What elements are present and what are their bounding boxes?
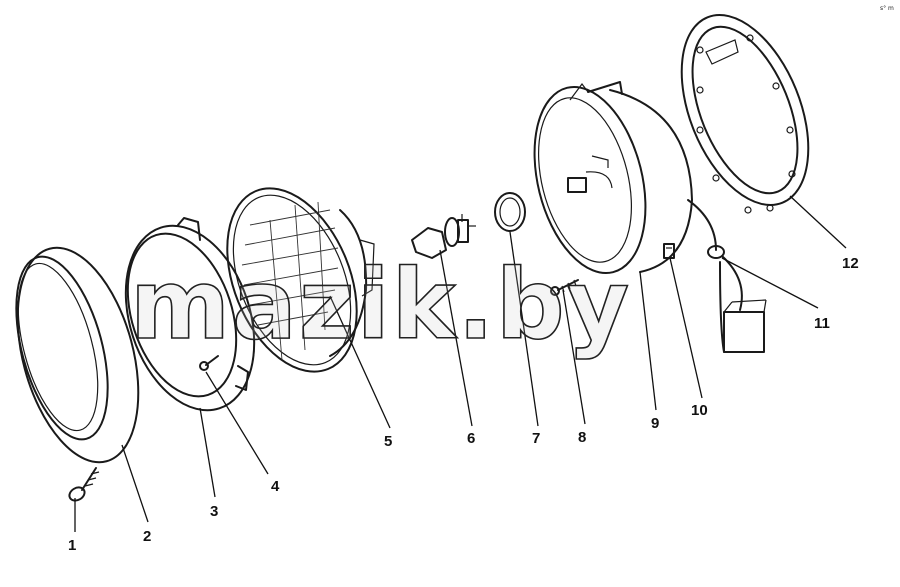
watermark: mazik.by — [130, 249, 631, 361]
callout-7: 7 — [532, 430, 540, 447]
callout-numbers: 1 2 3 4 5 6 7 8 9 10 11 12 — [68, 255, 859, 554]
part-3-mounting-rim — [124, 217, 256, 412]
leader-3 — [199, 407, 216, 498]
leader-lines — [74, 195, 847, 532]
leader-11 — [721, 257, 819, 309]
leader-2 — [121, 444, 149, 523]
leader-6 — [439, 249, 473, 427]
part-5-lens-unit — [226, 187, 375, 373]
part-11-grommet-wiring — [687, 199, 767, 353]
part-6-bulb — [411, 214, 476, 259]
callout-9: 9 — [651, 415, 659, 432]
callout-8: 8 — [578, 429, 586, 446]
leader-5 — [329, 295, 391, 429]
callout-2: 2 — [143, 528, 151, 545]
part-4-adjust-screw — [199, 355, 219, 371]
leader-8 — [562, 289, 586, 425]
corner-mark: s° m — [880, 5, 894, 12]
callout-3: 3 — [210, 503, 218, 520]
part-12-gasket — [680, 14, 810, 214]
part-2-trim-ring — [15, 246, 140, 464]
callout-1: 1 — [68, 537, 76, 554]
callout-5: 5 — [384, 433, 392, 450]
callout-6: 6 — [467, 430, 475, 447]
part-1-screw — [68, 467, 100, 502]
leader-4 — [205, 371, 269, 475]
callout-12: 12 — [842, 255, 859, 272]
part-7-seal-ring — [494, 192, 526, 232]
part-10-connector — [663, 243, 675, 259]
part-9-housing — [533, 81, 693, 275]
callout-11: 11 — [814, 315, 830, 332]
callout-10: 10 — [691, 402, 708, 419]
callout-4: 4 — [271, 478, 280, 495]
leader-10 — [669, 257, 703, 399]
leader-7 — [509, 231, 539, 427]
leader-9 — [639, 271, 657, 411]
leader-12 — [789, 195, 847, 249]
